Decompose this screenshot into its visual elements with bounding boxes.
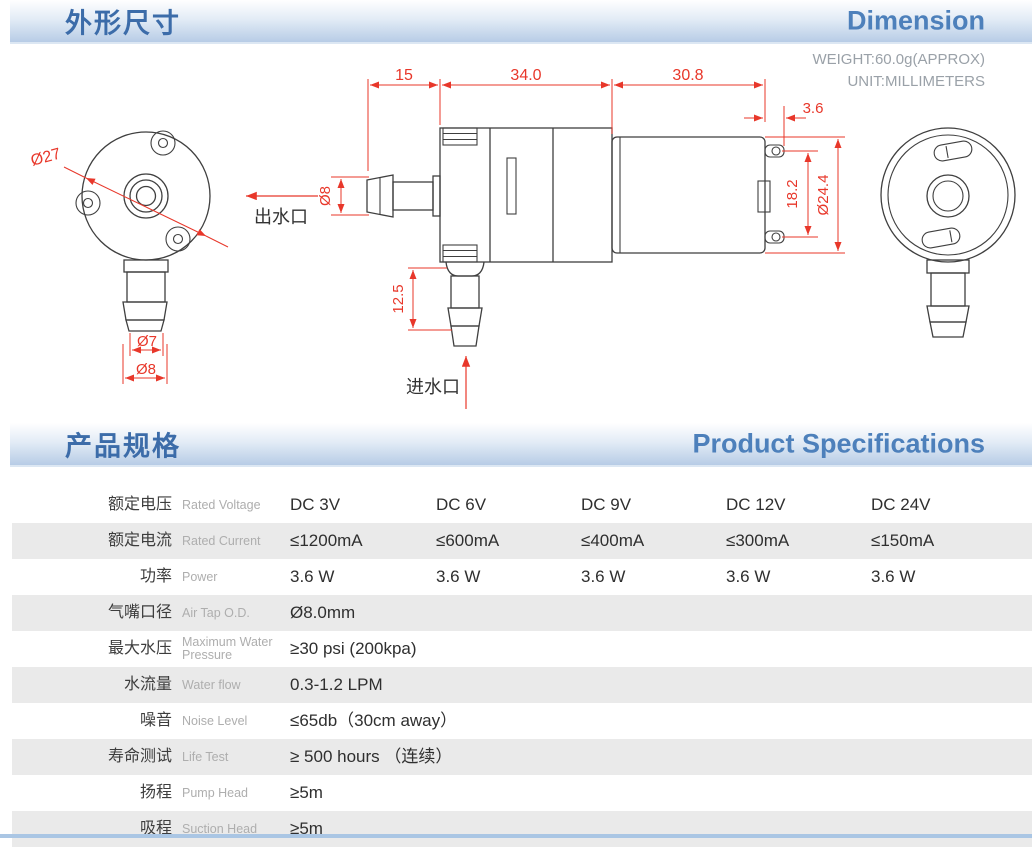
spec-label-en: Power [182, 569, 218, 584]
spec-value: DC 6V [436, 495, 487, 514]
section-title-zh: 外形尺寸 [65, 8, 181, 39]
side-view-dimensions [331, 79, 845, 331]
inlet-label: 进水口 [406, 377, 460, 397]
spec-row-noise-level: 噪音 Noise Level ≤65db（30cm away） [12, 703, 1032, 739]
drawing-notes: WEIGHT:60.0g(APPROX) UNIT:MILLIMETERS [812, 49, 985, 93]
bottom-divider [0, 834, 1032, 838]
dim-head-len: 34.0 [510, 67, 541, 84]
dim-inlet-len: 12.5 [390, 284, 407, 313]
spec-value: Ø8.0mm [290, 603, 356, 622]
spec-value: DC 24V [871, 495, 931, 514]
unit-note: UNIT:MILLIMETERS [847, 73, 985, 90]
spec-label-zh: 功率 [139, 568, 172, 585]
spec-value: 3.6 W [290, 567, 335, 586]
spec-label-zh: 吸程 [139, 820, 172, 837]
spec-row-pump-head: 扬程 Pump Head ≥5m [12, 775, 1032, 811]
side-view [366, 127, 785, 347]
spec-value: ≤400mA [581, 531, 645, 550]
dim-motor-len: 30.8 [672, 67, 703, 84]
spec-row-rated-current: 额定电流 Rated Current ≤1200mA ≤600mA ≤400mA… [12, 523, 1032, 559]
outlet-label: 出水口 [254, 207, 308, 227]
spec-label-en: Suction Head [182, 821, 258, 836]
spec-label-zh: 额定电流 [107, 532, 172, 549]
dim-front-barb-tip: Ø7 [137, 333, 157, 350]
spec-row-rated-voltage: 额定电压 Rated Voltage DC 3V DC 6V DC 9V DC … [12, 487, 1032, 523]
spec-value: 3.6 W [436, 567, 481, 586]
section-header-specs: 产品规格 Product Specifications [10, 423, 1032, 467]
weight-note: WEIGHT:60.0g(APPROX) [812, 51, 985, 68]
dim-front-barb: Ø8 [136, 361, 156, 378]
rear-view [880, 127, 1016, 338]
spec-value: ≤600mA [436, 531, 500, 550]
spec-value: 0.3-1.2 LPM [290, 675, 383, 694]
spec-row-max-water-pressure: 最大水压 Maximum Water Pressure ≥30 psi (200… [12, 631, 1032, 667]
spec-value: DC 3V [290, 495, 341, 514]
spec-label-zh: 额定电压 [107, 496, 172, 513]
spec-value: 3.6 W [726, 567, 771, 586]
spec-label-en: Life Test [182, 749, 229, 764]
spec-value: ≤300mA [726, 531, 790, 550]
spec-label-zh: 噪音 [139, 712, 172, 729]
spec-label-en: Noise Level [182, 713, 248, 728]
spec-label-en: Air Tap O.D. [182, 605, 250, 620]
spec-value: ≥5m [290, 783, 323, 802]
spec-label-en: Pump Head [182, 785, 249, 800]
spec-label-en: Maximum Water Pressure [182, 635, 273, 662]
front-view-dimensions [63, 166, 229, 384]
front-view [75, 130, 211, 332]
spec-value: DC 9V [581, 495, 632, 514]
spec-label-zh: 水流量 [123, 676, 172, 693]
technical-drawing: Ø27 Ø7 Ø8 出水口 [29, 67, 1016, 409]
spec-label-zh: 扬程 [139, 784, 172, 801]
dim-front-diameter: Ø27 [29, 146, 63, 170]
spec-row-power: 功率 Power 3.6 W 3.6 W 3.6 W 3.6 W 3.6 W [12, 559, 1032, 595]
spec-row-life-test: 寿命测试 Life Test ≥ 500 hours （连续） [12, 739, 1032, 775]
spec-value: ≤150mA [871, 531, 935, 550]
spec-label-zh: 寿命测试 [107, 748, 172, 765]
spec-label-en: Water flow [182, 677, 241, 692]
section-header-dimension: 外形尺寸 Dimension [10, 0, 1032, 44]
spec-row-suction-head: 吸程 Suction Head ≥5m [12, 811, 1032, 847]
dim-outlet-len: 15 [395, 67, 413, 84]
section-title-en: Product Specifications [692, 428, 985, 459]
spec-value: ≥ 500 hours （连续） [290, 747, 453, 766]
spec-value: ≥5m [290, 819, 323, 838]
section-title-en: Dimension [846, 5, 985, 36]
section-title-zh: 产品规格 [65, 431, 181, 462]
spec-value: ≤1200mA [290, 531, 363, 550]
dim-terminal-len: 3.6 [803, 100, 824, 117]
spec-label-zh: 气嘴口径 [107, 604, 172, 621]
spec-label-en: Rated Voltage [182, 497, 261, 512]
spec-row-air-tap-od: 气嘴口径 Air Tap O.D. Ø8.0mm [12, 595, 1032, 631]
dim-outlet-od: Ø8 [317, 186, 334, 206]
dim-terminal-pitch: 18.2 [784, 179, 801, 208]
spec-label-zh: 最大水压 [107, 640, 172, 657]
spec-value: 3.6 W [871, 567, 916, 586]
dim-motor-od: Ø24.4 [815, 175, 832, 216]
spec-value: 3.6 W [581, 567, 626, 586]
spec-value: DC 12V [726, 495, 786, 514]
spec-row-water-flow: 水流量 Water flow 0.3-1.2 LPM [12, 667, 1032, 703]
spec-value: ≥30 psi (200kpa) [290, 639, 417, 658]
spec-value: ≤65db（30cm away） [290, 711, 458, 730]
spec-label-en: Rated Current [182, 533, 261, 548]
